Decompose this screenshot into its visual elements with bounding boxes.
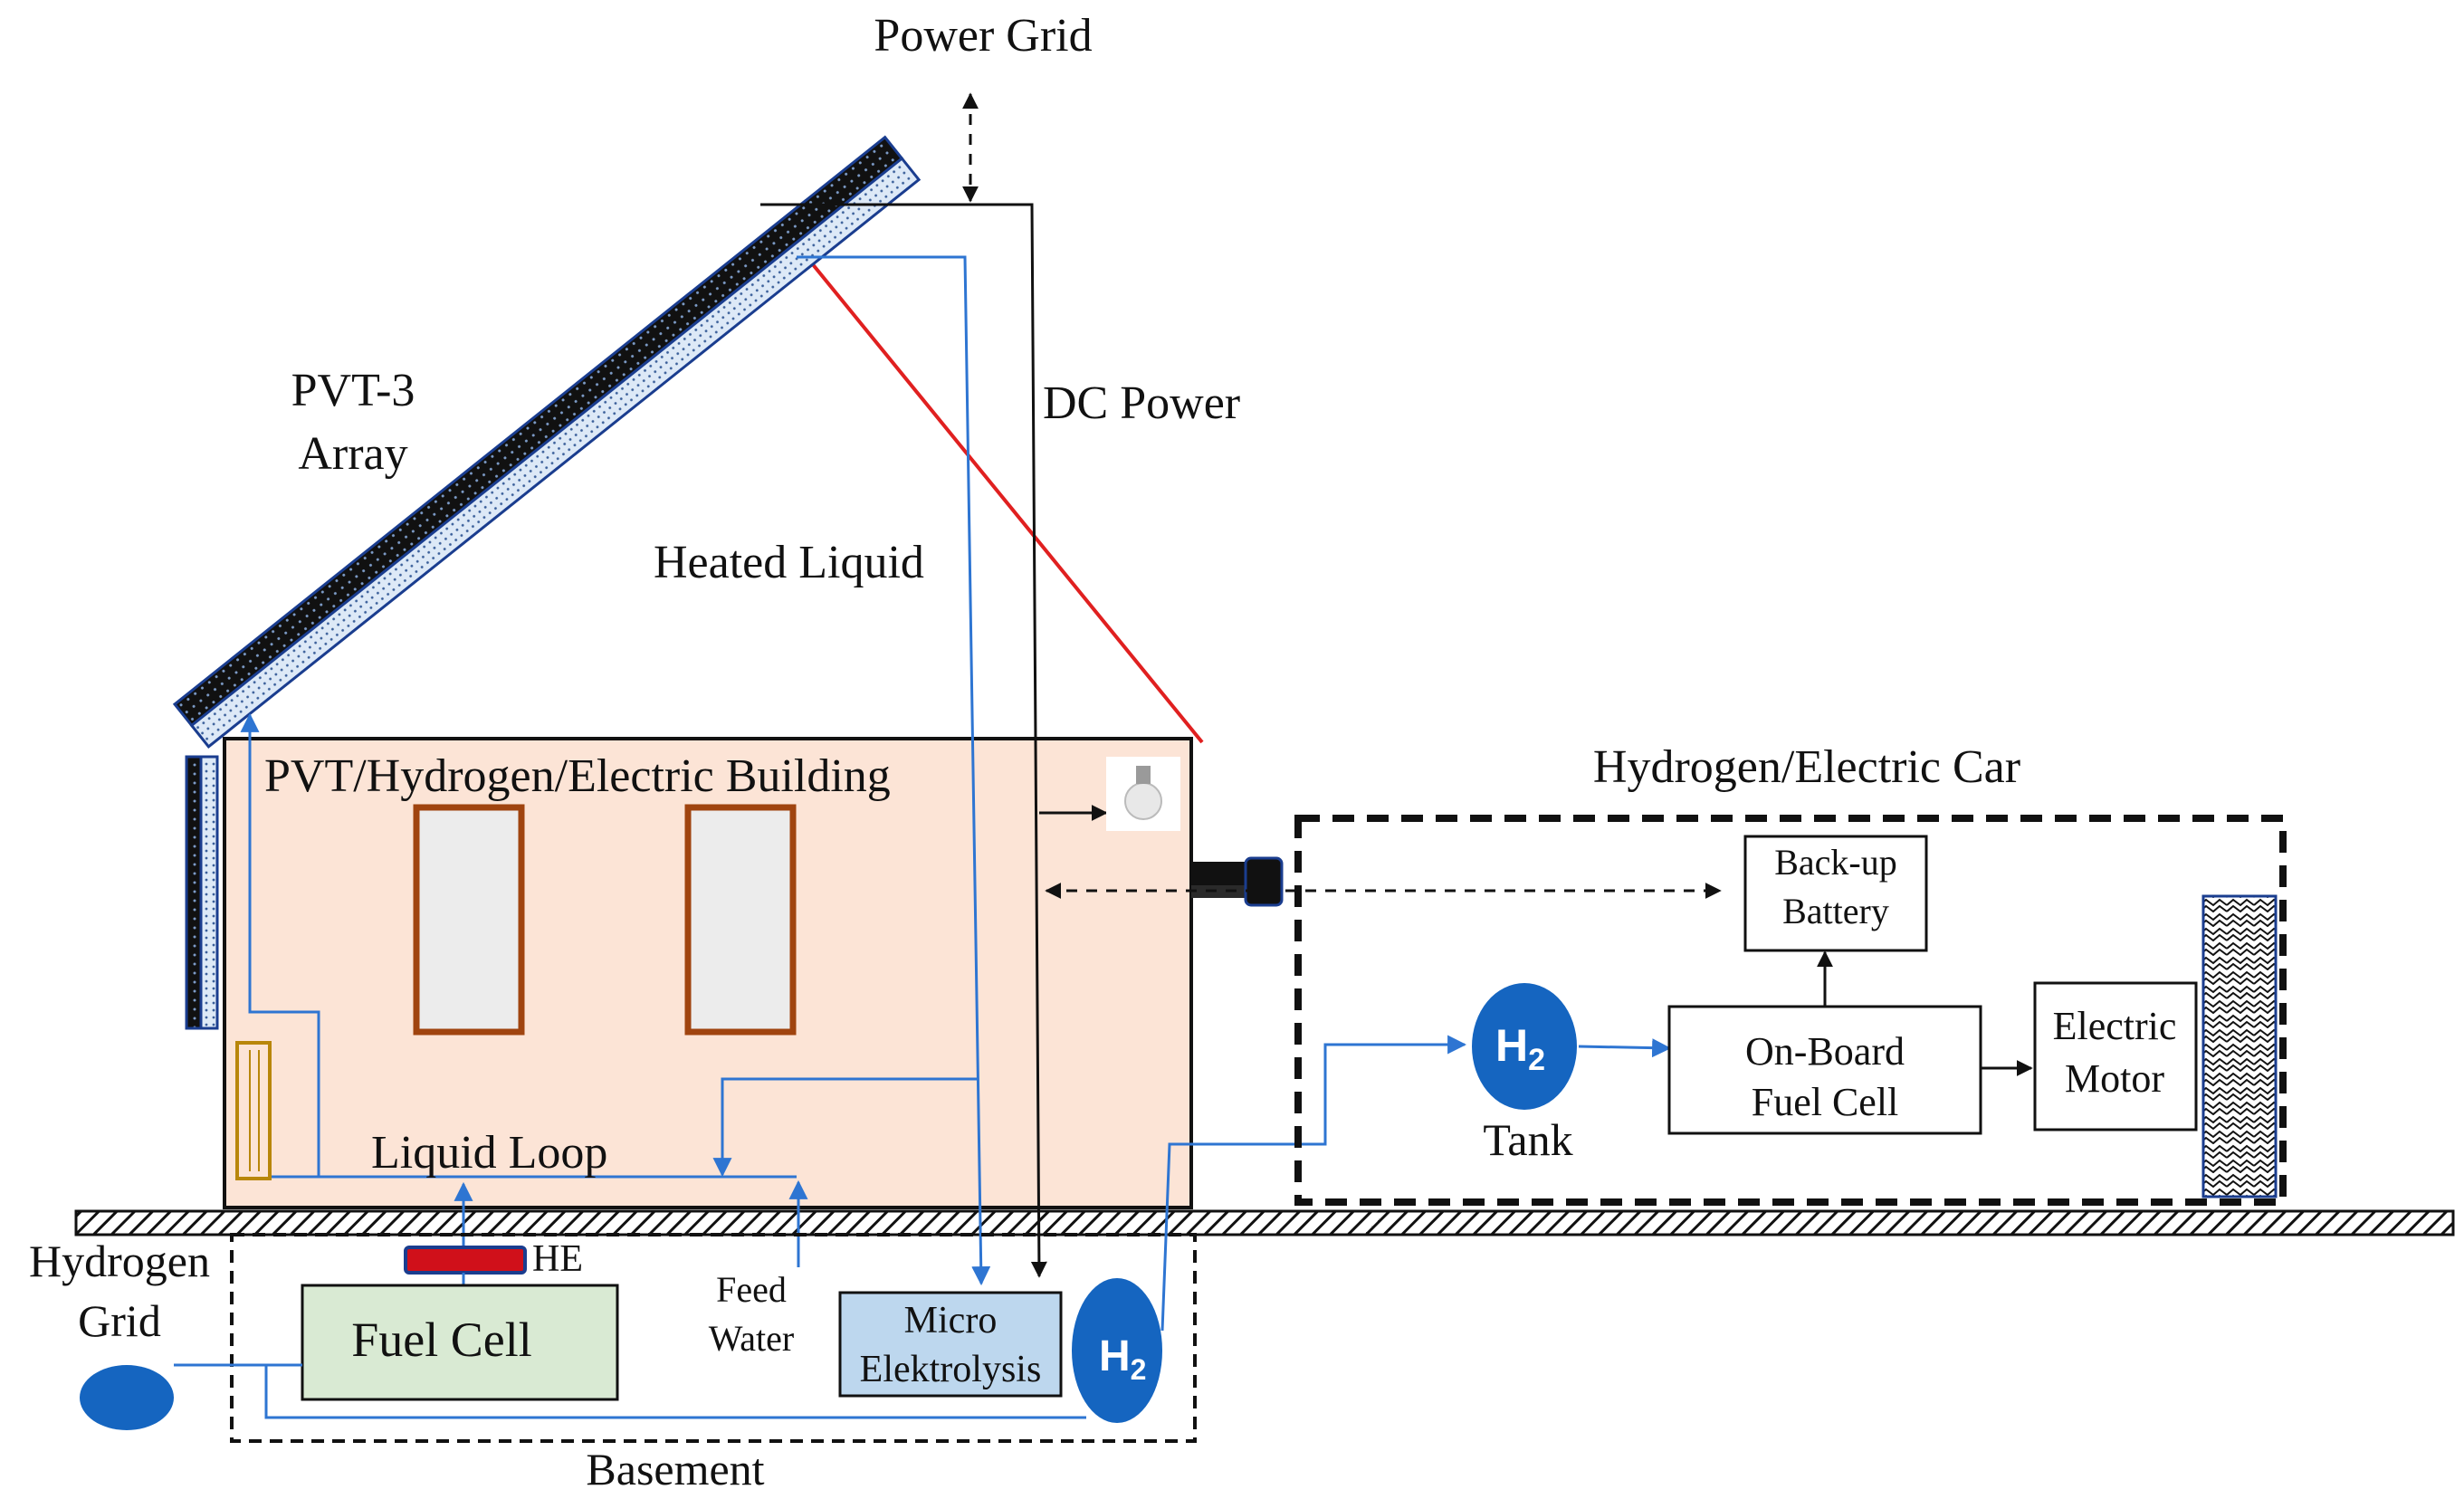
power-grid-label: Power Grid [874, 10, 1092, 62]
basement-box [230, 1233, 1197, 1443]
fuel-cell-label: Fuel Cell [351, 1313, 532, 1367]
drive-element [2201, 894, 2278, 1198]
pvt-array-label-line1: PVT-3 [291, 365, 415, 416]
electric-motor-box [2033, 981, 2198, 1131]
h2-return-pipe [264, 1365, 1086, 1419]
ground-strip [74, 1209, 2455, 1236]
backup-battery-box [1743, 835, 1928, 952]
micro-electrolysis-box [838, 1291, 1063, 1398]
building-label: PVT/Hydrogen/Electric Building [264, 750, 891, 802]
backup-battery-label-line2: Battery [1782, 891, 1889, 931]
micro-electrolysis-label-line2: Elektrolysis [860, 1349, 1042, 1390]
heat-storage-element [235, 1041, 272, 1180]
he-heat-exchanger [404, 1246, 527, 1275]
hydrogen-grid-label-line2: Grid [78, 1295, 161, 1346]
light-bulb-icon [1106, 757, 1180, 831]
return-pipe [240, 712, 320, 1177]
charging-plug [1191, 856, 1284, 907]
dc-power-label: DC Power [1043, 377, 1240, 429]
fuel-cell-box [301, 1284, 619, 1401]
feed-water-label-line1: Feed [716, 1269, 787, 1310]
basement-h2-label: H2 [1099, 1332, 1146, 1386]
pvt-roof-array [172, 135, 922, 749]
tank-to-fuel-cell-pipe [1578, 1038, 1672, 1058]
roof-line [802, 252, 1204, 744]
car-h2-tank [1472, 983, 1577, 1110]
liquid-loop-label: Liquid Loop [371, 1127, 607, 1179]
onboard-fuel-cell-label-line2: Fuel Cell [1752, 1080, 1899, 1124]
basement-h2-tank [1072, 1278, 1162, 1423]
onboard-fuel-cell-box [1667, 1005, 1982, 1135]
micro-electrolysis-label-line1: Micro [904, 1300, 998, 1341]
pvt-wall-panel [185, 755, 219, 1030]
loop-branch-pipe [712, 1077, 978, 1178]
tank-label: Tank [1483, 1114, 1572, 1165]
electric-motor-label-line1: Electric [2053, 1004, 2177, 1048]
pvt-array-label-line2: Array [298, 428, 407, 480]
car-h2-label: H2 [1495, 1020, 1545, 1077]
h2-supply-pipe [1160, 1035, 1467, 1332]
dc-power-line [760, 203, 1047, 1278]
heated-liquid-label: Heated Liquid [654, 537, 924, 588]
hydrogen-grid-node [80, 1365, 174, 1430]
window-left [413, 804, 525, 1036]
heated-liquid-pipe [797, 255, 991, 1286]
onboard-fuel-cell-label-line1: On-Board [1745, 1029, 1905, 1074]
hydrogen-grid-label-line1: Hydrogen [29, 1236, 210, 1286]
electric-motor-label-line2: Motor [2065, 1056, 2164, 1101]
he-label: HE [532, 1238, 583, 1280]
car-label: Hydrogen/Electric Car [1593, 741, 2020, 793]
car-box [1294, 815, 2287, 1206]
backup-battery-label-line1: Back-up [1774, 842, 1897, 883]
basement-label: Basement [586, 1444, 764, 1494]
window-right [684, 804, 797, 1036]
feed-water-label-line2: Water [709, 1318, 795, 1359]
